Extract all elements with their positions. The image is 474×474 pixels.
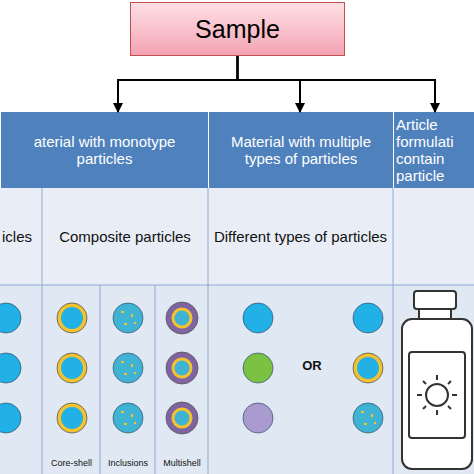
subcategory-cell: Different types of particles [208,188,393,285]
node-text: Article formulati contain particle [396,116,472,184]
node-text: Material with multiple types of particle… [213,133,389,167]
split-arrow [238,56,301,112]
different-particles [243,303,273,433]
particle-caption: Inclusions [101,455,155,471]
subcategory-cell: icles [0,188,42,285]
illustration-row [0,285,474,474]
node-text: aterial with monotype particles [5,133,204,167]
core-shell-particles [57,303,87,433]
inclusion-particles [113,303,143,433]
subheader-row [0,188,474,285]
particle-caption: Core-shell [43,455,100,471]
alternative-particles [353,303,383,433]
node-text: Sample [195,15,280,44]
multishell-particles [166,302,198,434]
sample-box: Sample [130,2,345,56]
or-label: OR [292,356,332,376]
grid-lines [0,188,474,474]
particle-caption: Multishell [156,455,208,471]
bottle-icon [402,291,472,469]
category-header: Material with multiple types of particle… [208,112,393,188]
category-header: Article formulati contain particle [393,112,474,188]
simple-particles [0,303,21,433]
subcategory-cell: Composite particles [42,188,208,285]
category-header: aterial with monotype particles [0,112,208,188]
split-arrow [238,56,436,112]
split-arrow [118,56,238,112]
